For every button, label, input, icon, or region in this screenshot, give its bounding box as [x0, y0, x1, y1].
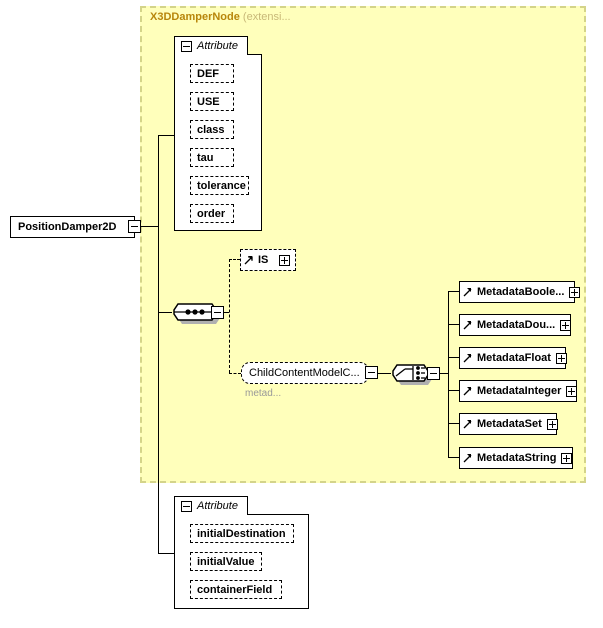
attribute-def[interactable]: DEF: [190, 64, 237, 86]
attribute-tolerance[interactable]: tolerance: [190, 176, 252, 198]
element-metadatafloat[interactable]: MetadataFloat: [459, 347, 569, 372]
element-childcontentmodel-annotation: metad...: [245, 388, 282, 399]
element-metadatastring-label: MetadataString: [477, 452, 557, 464]
attribute-panel-2-tab[interactable]: Attribute: [174, 496, 248, 515]
element-metadataboolean[interactable]: MetadataBoole...: [459, 281, 581, 306]
connector-trunk-to-sequence: [158, 312, 172, 313]
fork-line-content-children: [229, 259, 230, 373]
root-element-label: PositionDamper2D: [18, 221, 117, 233]
element-metadatainteger[interactable]: MetadataInteger: [459, 380, 580, 405]
element-metadatafloat-expander[interactable]: [555, 352, 567, 364]
element-metadatastring-expander[interactable]: [561, 452, 573, 464]
connector-sequence-to-fork: [224, 312, 229, 313]
attribute-panel-1-tab-label: Attribute: [197, 40, 238, 52]
attribute-use[interactable]: USE: [190, 92, 237, 114]
sequence-compositor-expander[interactable]: [211, 306, 224, 319]
connector-fork-to-metadataboolean: [448, 291, 459, 292]
reference-arrow-icon: [463, 288, 472, 297]
reference-arrow-icon: [463, 354, 472, 363]
element-metadatastring[interactable]: MetadataString: [459, 447, 576, 472]
attribute-order-label: order: [197, 207, 226, 220]
choice-compositor-expander[interactable]: [427, 367, 440, 380]
trunk-line-lower: [158, 226, 159, 554]
extension-base-type-label: X3DDamperNode: [150, 11, 240, 23]
connector-fork-to-metadatafloat: [448, 357, 459, 358]
attribute-tau[interactable]: tau: [190, 148, 237, 170]
attribute-tolerance-label: tolerance: [197, 179, 246, 192]
attribute-class[interactable]: class: [190, 120, 237, 142]
element-metadataset[interactable]: MetadataSet: [459, 413, 560, 438]
attribute-panel-2-collapse-icon[interactable]: [181, 500, 192, 512]
attribute-panel-1: [174, 54, 262, 231]
element-childcontentmodel-label: ChildContentModelC...: [249, 367, 360, 379]
element-is[interactable]: IS: [240, 249, 299, 274]
element-metadatadouble[interactable]: MetadataDou...: [459, 314, 574, 339]
connector-trunk-to-attribute-panel-2: [158, 553, 174, 554]
connector-childcontentmodel-to-choice: [378, 373, 391, 374]
connector-fork-to-metadatainteger: [448, 390, 459, 391]
attribute-class-label: class: [197, 123, 225, 136]
element-childcontentmodel-expander[interactable]: [365, 366, 378, 379]
choice-compositor[interactable]: [391, 360, 451, 388]
attribute-panel-1-tab[interactable]: Attribute: [174, 36, 248, 55]
attribute-initialvalue-label: initialValue: [197, 555, 255, 568]
attribute-initialdestination-label: initialDestination: [197, 527, 286, 540]
attribute-containerfield[interactable]: containerField: [190, 580, 285, 602]
root-element-expander[interactable]: [128, 220, 141, 233]
element-metadataboolean-expander[interactable]: [569, 286, 581, 298]
metadata-fork-line: [448, 291, 449, 457]
trunk-line-upper: [158, 135, 159, 227]
attribute-panel-2-tab-label: Attribute: [197, 500, 238, 512]
reference-arrow-icon: [463, 321, 472, 330]
element-metadatafloat-label: MetadataFloat: [477, 352, 551, 364]
connector-choice-to-metadata-fork: [440, 373, 449, 374]
connector-fork-to-is: [229, 259, 240, 260]
reference-arrow-icon: [244, 256, 253, 265]
element-metadatainteger-expander[interactable]: [566, 385, 578, 397]
attribute-initialdestination[interactable]: initialDestination: [190, 524, 297, 546]
attribute-order[interactable]: order: [190, 204, 237, 226]
connector-fork-to-metadatadouble: [448, 324, 459, 325]
element-metadataset-expander[interactable]: [546, 418, 558, 430]
element-is-expander[interactable]: [279, 254, 290, 266]
element-childcontentmodel[interactable]: ChildContentModelC...: [241, 362, 372, 387]
element-metadataset-label: MetadataSet: [477, 418, 542, 430]
element-metadataboolean-label: MetadataBoole...: [477, 286, 565, 298]
element-metadatadouble-expander[interactable]: [560, 319, 572, 331]
connector-fork-to-childcontentmodel: [229, 373, 241, 374]
attribute-panel-1-collapse-icon[interactable]: [181, 40, 192, 52]
attribute-use-label: USE: [197, 95, 220, 108]
connector-root-to-trunk: [141, 226, 159, 227]
attribute-def-label: DEF: [197, 67, 219, 80]
element-is-label: IS: [258, 254, 269, 266]
element-metadatainteger-label: MetadataInteger: [477, 385, 562, 397]
reference-arrow-icon: [463, 387, 472, 396]
connector-fork-to-metadataset: [448, 423, 459, 424]
extension-qualifier-label: (extensi...: [242, 11, 291, 23]
extension-region-title: X3DDamperNode (extensi...: [150, 11, 291, 23]
reference-arrow-icon: [463, 454, 472, 463]
attribute-containerfield-label: containerField: [197, 583, 273, 596]
element-metadatadouble-label: MetadataDou...: [477, 319, 556, 331]
reference-arrow-icon: [463, 420, 472, 429]
connector-fork-to-metadatastring: [448, 457, 459, 458]
attribute-initialvalue[interactable]: initialValue: [190, 552, 265, 574]
root-element-box[interactable]: PositionDamper2D: [10, 216, 138, 241]
connector-trunk-to-attribute-panel-1: [158, 135, 174, 136]
attribute-tau-label: tau: [197, 151, 214, 164]
